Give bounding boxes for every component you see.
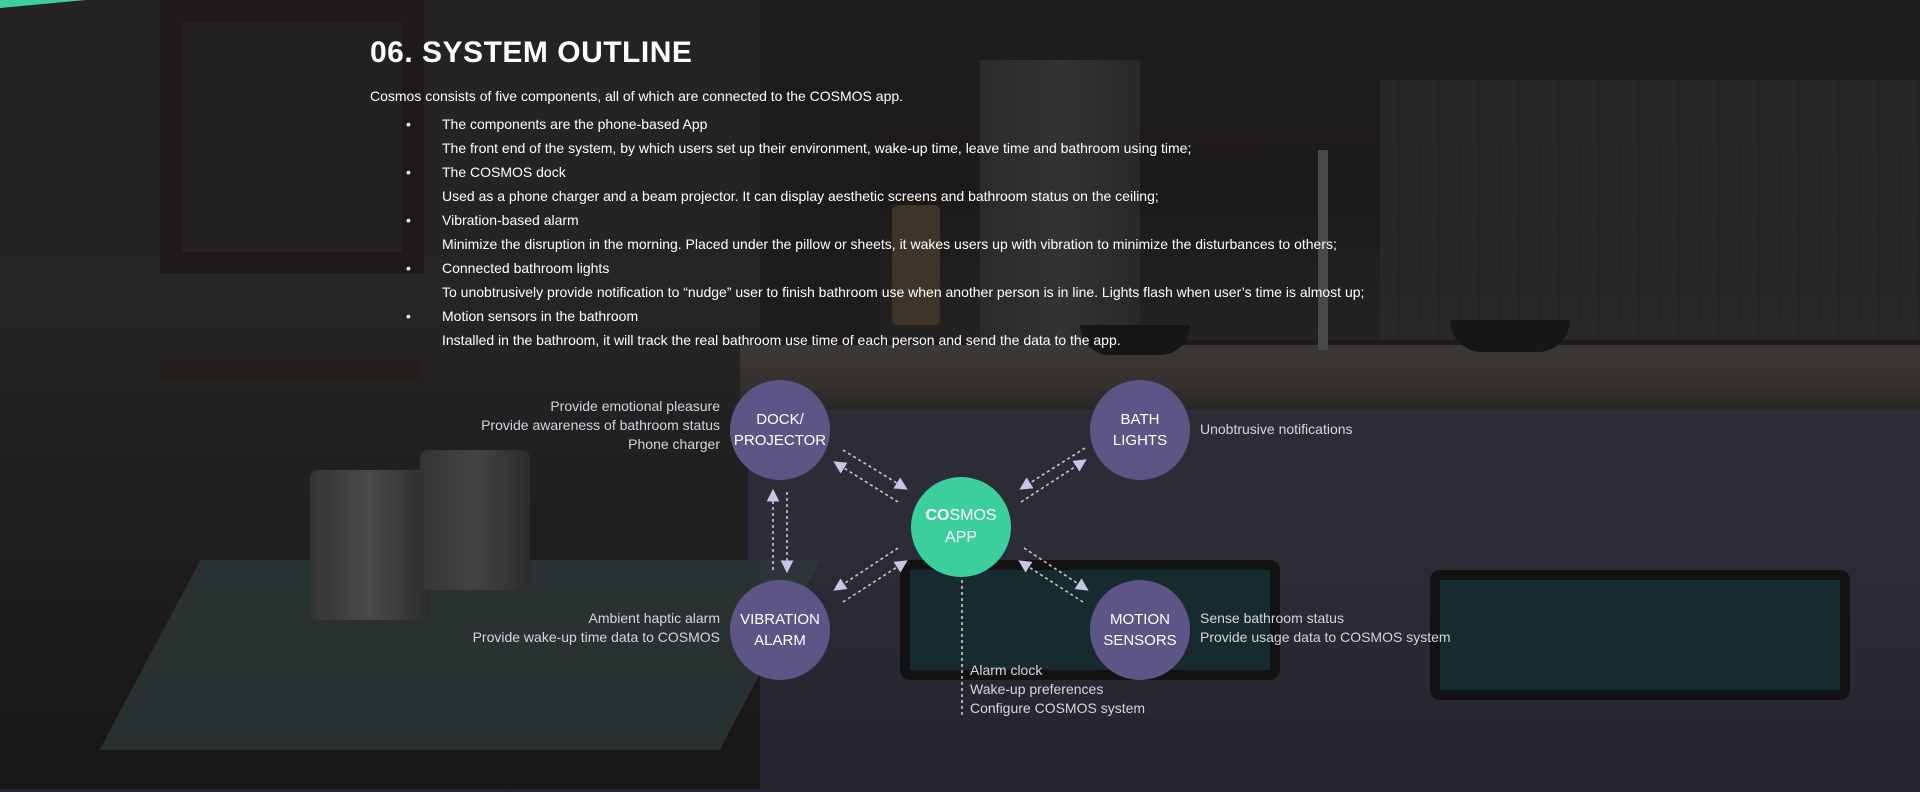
component-description: Installed in the bathroom, it will track… [442,332,1121,348]
node-label: PROJECTOR [733,432,827,449]
list-item: • Vibration-based alarm Minimize the disr… [406,208,1364,256]
page-title: 06. SYSTEM OUTLINE [370,36,693,69]
lights-features: Unobtrusive notifications [1200,420,1353,439]
arrow-dock-to-app [842,449,908,490]
feature-text: Ambient haptic alarm [588,610,720,626]
bullet: • [406,260,411,276]
cosmos-app-node: COSMOS APP [911,477,1011,577]
dock-features: Provide emotional pleasure Provide aware… [481,397,720,454]
component-name: Connected bathroom lights [442,260,610,276]
node-label: SMOS [949,507,997,524]
bullet: • [406,212,411,228]
node-label-bold: CO [925,507,950,524]
vibration-alarm-node: VIBRATION ALARM [730,580,830,680]
node-label: DOCK/ [756,411,804,428]
node-label: APP [944,529,977,546]
component-description: The front end of the system, by which us… [442,140,1192,156]
node-label: VIBRATION [740,611,820,628]
list-item: • The COSMOS dock Used as a phone charger… [406,160,1364,208]
list-item: •The components are the phone-based App … [406,112,1364,160]
node-label: LIGHTS [1112,432,1168,449]
node-label: MOTION [1109,611,1170,628]
app-features: Alarm clock Wake-up preferences Configur… [970,661,1145,718]
component-name: Vibration-based alarm [442,212,579,228]
feature-text: Sense bathroom status [1200,610,1344,626]
arrow-lights-to-app [1019,447,1086,490]
node-label: BATH [1120,411,1160,428]
bullet: • [406,164,411,180]
arrow-app-to-sensors [1023,547,1089,591]
arrow-app-to-dock [833,461,899,503]
component-description: To unobtrusively provide notification to… [442,284,1365,300]
feature-text: Alarm clock [970,662,1043,678]
bottom-bar [0,789,1920,792]
component-description: Minimize the disruption in the morning. … [442,236,1337,252]
component-name: The components are the phone-based App [442,116,708,132]
alarm-features: Ambient haptic alarm Provide wake-up tim… [473,609,720,647]
intro-text: Cosmos consists of five components, all … [370,88,904,104]
feature-text: Unobtrusive notifications [1200,421,1353,437]
list-item: • Motion sensors in the bathroom Installe… [406,304,1364,352]
dock-projector-node: DOCK/ PROJECTOR [730,380,830,480]
bath-lights-node: BATH LIGHTS [1090,380,1190,480]
motion-sensors-node: MOTION SENSORS [1090,580,1190,680]
component-name: Motion sensors in the bathroom [442,308,639,324]
component-list: •The components are the phone-based App … [406,112,1364,352]
list-item: • Connected bathroom lights To unobtrusiv… [406,256,1364,304]
arrow-app-to-alarm [833,547,899,591]
feature-text: Phone charger [628,436,720,452]
feature-text: Configure COSMOS system [970,700,1146,716]
arrow-app-to-lights [1020,459,1087,503]
sensors-features: Sense bathroom status Provide usage data… [1200,609,1451,647]
arrow-sensors-to-app [1018,560,1084,603]
feature-text: Provide awareness of bathroom status [481,417,720,433]
bullet: • [406,116,411,132]
component-description: Used as a phone charger and a beam proje… [442,188,1159,204]
bullet: • [406,308,411,324]
feature-text: Provide wake-up time data to COSMOS [472,629,720,645]
component-name: The COSMOS dock [442,164,566,180]
feature-text: Provide emotional pleasure [550,398,720,414]
feature-text: Provide usage data to COSMOS system [1200,629,1451,645]
accent-corner [0,0,86,8]
node-label: ALARM [754,632,806,649]
node-label: SENSORS [1103,632,1177,649]
arrow-alarm-to-app [842,560,908,603]
feature-text: Wake-up preferences [970,681,1104,697]
